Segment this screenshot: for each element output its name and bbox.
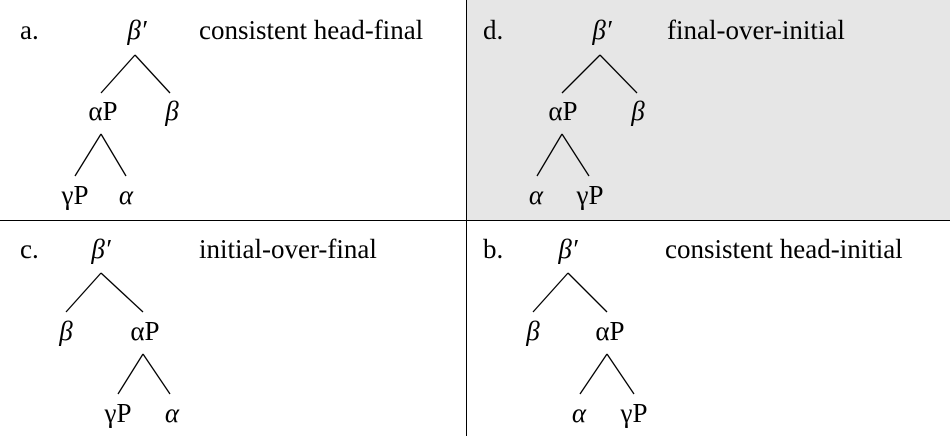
- panel-a-edge-root-left: [100, 54, 136, 94]
- panel-c-edge-mid-left: [117, 353, 144, 395]
- panel-b-edge-mid-right: [606, 353, 635, 395]
- panel-a-edge-mid-left: [74, 133, 102, 177]
- panel-b-root-node: β′: [558, 234, 578, 264]
- panel-a-leaf-right-node: α: [118, 180, 134, 210]
- horizontal-divider: [0, 220, 950, 221]
- panel-b-edge-root-right: [567, 272, 608, 313]
- panel-a-edge-root-right: [134, 54, 171, 94]
- panel-b-leaf-left-node: α: [571, 398, 587, 428]
- panel-a-root-node: β′: [127, 15, 147, 45]
- panel-d-mid-right-node: β: [631, 96, 645, 126]
- panel-c-leaf-left-node: γP: [104, 398, 132, 428]
- panel-c-mid-right-node: αP: [130, 316, 160, 346]
- panel-d-leaf-right-node: γP: [576, 180, 604, 210]
- panel-c-root-node: β′: [91, 234, 111, 264]
- panel-a-label: a.: [20, 15, 39, 45]
- panel-c-leaf-right-node: α: [164, 398, 180, 428]
- vertical-divider: [466, 0, 467, 436]
- panel-b-mid-right-node: αP: [595, 316, 625, 346]
- panel-c-label: c.: [20, 234, 39, 264]
- panel-a-edge-mid-right: [100, 133, 127, 177]
- panel-d-label: d.: [483, 15, 504, 45]
- panel-c-edge-root-left: [65, 272, 102, 313]
- panel-a-title: consistent head-final: [199, 15, 424, 45]
- panel-b-edge-root-left: [532, 272, 569, 313]
- panel-a-leaf-left-node: γP: [61, 180, 89, 210]
- panel-c-title: initial-over-final: [199, 234, 377, 264]
- panel-d-title: final-over-initial: [667, 15, 845, 45]
- panel-b-title: consistent head-initial: [665, 234, 903, 264]
- panel-c-mid-left-node: β: [59, 316, 73, 346]
- panel-d-background: [467, 0, 950, 220]
- panel-c-edge-root-right: [100, 272, 144, 313]
- panel-b-mid-left-node: β: [526, 316, 540, 346]
- panel-a-mid-right-node: β: [165, 96, 179, 126]
- panel-b-leaf-right-node: γP: [620, 398, 648, 428]
- panel-b-edge-mid-left: [579, 353, 608, 395]
- panel-b-label: b.: [483, 234, 504, 264]
- panel-a-mid-left-node: αP: [88, 96, 118, 126]
- panel-d-leaf-left-node: α: [528, 180, 544, 210]
- panel-d-root-node: β′: [592, 15, 612, 45]
- panel-d-mid-left-node: αP: [548, 96, 578, 126]
- panel-c-edge-mid-right: [142, 353, 171, 395]
